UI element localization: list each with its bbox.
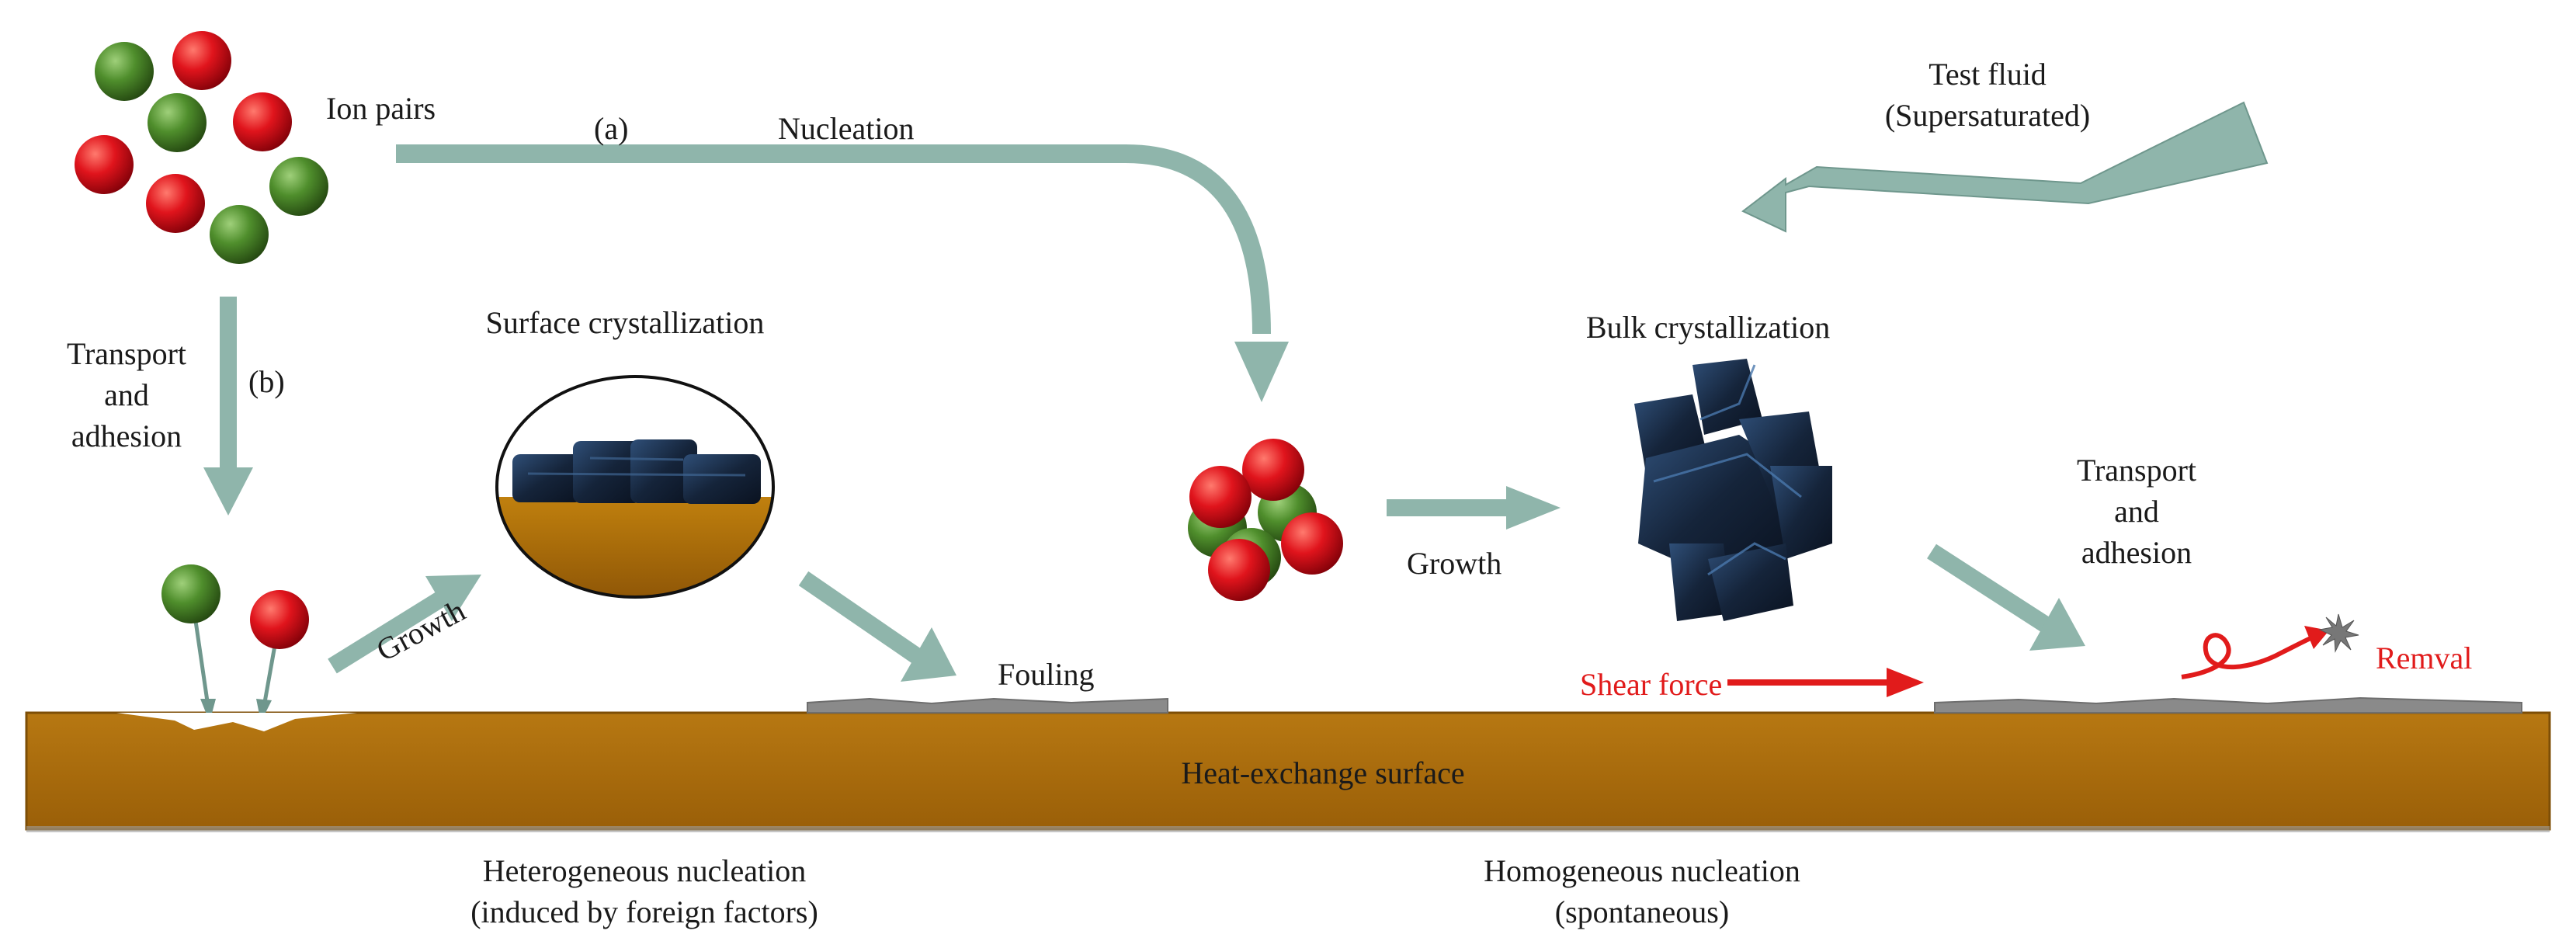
transport-adhesion-left-arrow — [203, 297, 253, 516]
removal-label: Remval — [2376, 641, 2473, 675]
ion-red-icon — [1242, 439, 1304, 501]
adsorbing-ions — [116, 564, 357, 731]
ion-red-icon — [233, 92, 292, 151]
homogeneous-line-2: (spontaneous) — [1554, 894, 1730, 929]
path-a-label: (a) — [594, 111, 629, 146]
nucleus-cluster — [1188, 439, 1343, 601]
shear-force-label: Shear force — [1580, 667, 1723, 702]
surface-crystallization-label: Surface crystallization — [485, 305, 765, 340]
bulk-crystal-icon — [1634, 359, 1832, 621]
fouling-label: Fouling — [998, 657, 1095, 692]
test-fluid-line-1: Test fluid — [1929, 57, 2047, 92]
ion-pairs-label: Ion pairs — [326, 91, 436, 126]
test-fluid-arrow — [1741, 101, 2269, 233]
ion-red-icon — [250, 590, 309, 649]
heterogeneous-nucleation-label: Heterogeneous nucleation (induced by for… — [470, 851, 818, 933]
ion-green-icon — [148, 93, 207, 152]
shear-force-arrow — [1727, 668, 1924, 697]
heterogeneous-line-1: Heterogeneous nucleation — [482, 853, 807, 888]
spark-icon — [2318, 613, 2359, 653]
ion-red-icon — [146, 174, 205, 233]
transport-adhesion-right-arrow — [1927, 543, 2085, 651]
homogeneous-nucleation-label: Homogeneous nucleation (spontaneous) — [1484, 851, 1800, 933]
heat-exchange-surface-label: Heat-exchange surface — [1181, 755, 1465, 790]
ion-green-icon — [210, 205, 269, 264]
ion-pairs-cluster — [75, 31, 328, 264]
ion-red-icon — [1189, 466, 1252, 528]
transport-left-line-3: adhesion — [71, 418, 182, 453]
transport-left-line-1: Transport — [66, 336, 187, 371]
nucleation-arrow — [396, 144, 1289, 402]
heterogeneous-line-2: (induced by foreign factors) — [470, 894, 818, 929]
homogeneous-line-1: Homogeneous nucleation — [1484, 853, 1800, 888]
ion-green-icon — [95, 42, 154, 101]
nucleation-label: Nucleation — [778, 111, 915, 146]
ion-red-icon — [1208, 539, 1270, 601]
growth-middle-arrow — [1387, 486, 1561, 530]
heat-exchange-surface — [25, 711, 2551, 832]
transport-right-line-1: Transport — [2076, 453, 2197, 488]
ion-red-icon — [75, 135, 134, 194]
fouling-deposit-right — [1934, 696, 2522, 714]
surface-crystallization-magnifier — [495, 375, 775, 599]
growth-middle-label: Growth — [1407, 546, 1502, 581]
ion-red-icon — [172, 31, 231, 90]
ion-red-icon — [1281, 512, 1343, 575]
transport-right-line-2: and — [2114, 493, 2159, 529]
ion-green-icon — [161, 564, 220, 623]
transport-adhesion-left-label: Transport and adhesion — [67, 334, 186, 457]
path-b-label: (b) — [248, 364, 285, 399]
test-fluid-label: Test fluid (Supersaturated) — [1885, 54, 2090, 137]
fouling-deposit-left — [807, 697, 1168, 714]
bulk-crystallization-label: Bulk crystallization — [1585, 310, 1831, 345]
growth-left-arrow — [328, 575, 481, 674]
surface-to-fouling-arrow — [798, 571, 956, 682]
transport-adhesion-right-label: Transport and adhesion — [2077, 450, 2196, 573]
surface-defect-icon — [116, 713, 357, 731]
removal-squiggle — [2181, 626, 2329, 679]
test-fluid-line-2: (Supersaturated) — [1884, 97, 2091, 133]
transport-right-line-3: adhesion — [2081, 534, 2192, 570]
crystal-cluster-icon — [512, 439, 761, 504]
ion-green-icon — [269, 157, 328, 216]
transport-left-line-2: and — [104, 377, 149, 412]
